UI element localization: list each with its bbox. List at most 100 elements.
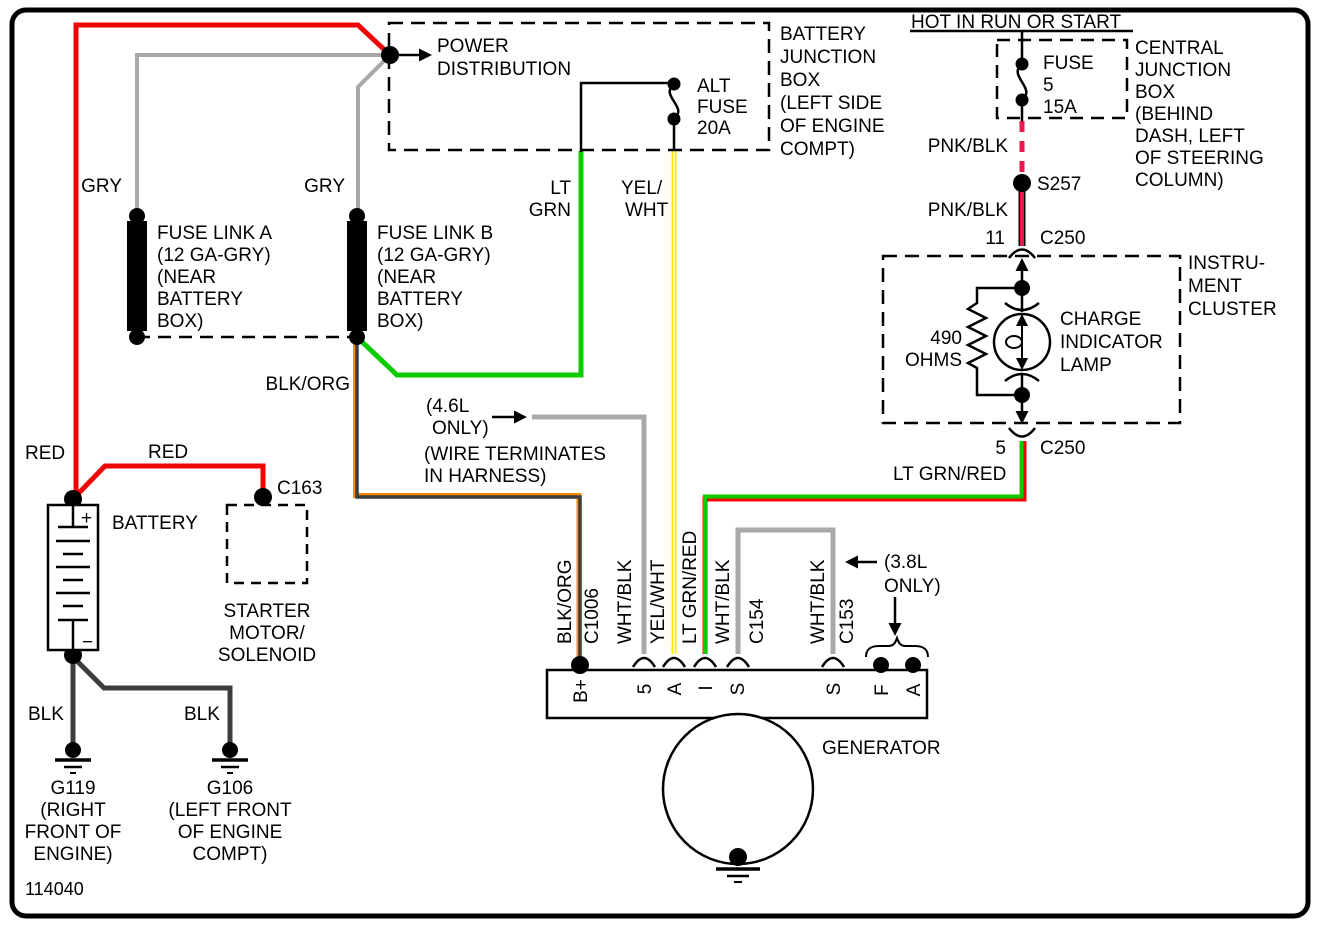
note-38l: (3.8L xyxy=(884,552,927,573)
c250-pin5-connector-icon xyxy=(1008,427,1036,438)
battery-junction-box xyxy=(387,21,771,152)
c250-pin11-connector-icon xyxy=(1008,248,1036,259)
alt-fuse-bottom-dot xyxy=(667,112,681,126)
vlabel-wht-blk-3: WHT/BLK xyxy=(808,559,829,644)
starter-motor-box xyxy=(225,503,309,585)
cjb-note: BOX xyxy=(1135,82,1175,103)
c250-bottom-label: C250 xyxy=(1040,438,1085,459)
resistor-value-label: 490 xyxy=(930,328,962,349)
fuse-link-b-label: FUSE LINK B xyxy=(377,223,493,244)
s257-splice-dot xyxy=(1013,174,1031,192)
fuse-link-a-label: FUSE LINK A xyxy=(157,223,272,244)
battery-label: BATTERY xyxy=(112,513,198,534)
note-38l-down-arrowhead xyxy=(888,623,902,636)
power-distribution-junction-dot xyxy=(381,46,399,64)
gen-bplus-dot xyxy=(571,656,589,674)
fuse-link-a-top-dot xyxy=(129,208,145,224)
alt-fuse-label: 20A xyxy=(697,118,731,139)
pin-bplus: B+ xyxy=(571,679,592,703)
pin-a2: A xyxy=(904,683,925,696)
charge-indicator-circuit xyxy=(965,258,1052,424)
s257-label: S257 xyxy=(1037,174,1081,195)
diagram-id-label: 114040 xyxy=(25,879,84,899)
central-junction-box xyxy=(995,38,1129,120)
fuse-link-a-label: (12 GA-GRY) xyxy=(157,245,271,266)
battery-plates xyxy=(56,505,90,650)
generator-body-circle xyxy=(661,712,815,866)
red-wire-battery-feed xyxy=(73,22,392,499)
pnk-blk-label-upper: PNK/BLK xyxy=(928,136,1009,157)
battery-positive-dot xyxy=(64,490,82,508)
fuse-link-b-symbol xyxy=(347,208,367,345)
cjb-note: OF STEERING xyxy=(1135,148,1264,169)
yel-wht-label: YEL/ xyxy=(621,178,663,199)
vlabel-wht-blk-2: WHT/BLK xyxy=(713,559,734,644)
starter-label: STARTER xyxy=(224,601,311,622)
red-label-mid: RED xyxy=(148,442,188,463)
gen-pinS2-connector-icon xyxy=(820,656,846,668)
wht-blk-46l-wire xyxy=(532,414,647,654)
lt-grn-label: LT xyxy=(550,178,571,199)
c163-dot xyxy=(254,488,272,506)
fuse-symbols xyxy=(667,57,1029,126)
alt-fuse-label: FUSE xyxy=(697,97,748,118)
gen-pin5-connector-icon xyxy=(631,656,657,668)
cluster-note: INSTRU- xyxy=(1188,253,1265,274)
alt-fuse-top-dot xyxy=(667,77,681,91)
pnk-blk-label-lower: PNK/BLK xyxy=(928,200,1009,221)
lamp-label: INDICATOR xyxy=(1060,332,1163,353)
bjb-note: COMPT) xyxy=(780,139,855,160)
bjb-note: BOX xyxy=(780,70,820,91)
lamp-bottom-socket-icon xyxy=(1004,372,1040,382)
yel-wht-label: WHT xyxy=(625,200,669,221)
generator-symbol xyxy=(545,634,929,883)
gry-wire-b xyxy=(356,53,392,217)
cluster-entry-arrowhead-icon xyxy=(1015,258,1029,271)
fuse-link-b-top-dot xyxy=(349,208,365,224)
red-label-left: RED xyxy=(25,443,65,464)
vlabel-c154: C154 xyxy=(747,598,768,644)
fuse-link-b-label: BOX) xyxy=(377,311,423,332)
lamp-top-socket-icon xyxy=(1004,302,1040,312)
vlabel-c153: C153 xyxy=(837,599,858,644)
resistor-value-label: OHMS xyxy=(905,350,962,371)
wht-blk-loop-wire xyxy=(735,527,836,654)
pin-5: 5 xyxy=(635,684,656,695)
cjb-fuse-top-dot xyxy=(1015,57,1029,71)
gry-wire-a xyxy=(135,53,390,217)
blk-label-left: BLK xyxy=(28,704,64,725)
g106-label: (LEFT FRONT xyxy=(168,800,292,821)
note-38l: ONLY) xyxy=(884,576,941,597)
vlabel-wht-blk-1: WHT/BLK xyxy=(615,559,636,644)
gen-pinS1-connector-icon xyxy=(725,656,751,668)
cjb-note: JUNCTION xyxy=(1135,60,1231,81)
g106-label: G106 xyxy=(207,778,253,799)
lt-grn-red-wire xyxy=(703,441,1024,654)
note-wire-terminates: (WIRE TERMINATES xyxy=(424,444,606,465)
note-arrows xyxy=(492,410,902,636)
vertical-wire-labels: BLK/ORG C1006 WHT/BLK YEL/WHT LT GRN/RED… xyxy=(555,531,858,644)
blk-wire-g106 xyxy=(71,655,233,748)
lamp-filament-loop xyxy=(1005,335,1023,349)
gen-a2-dot xyxy=(905,657,921,673)
lt-grn-label: GRN xyxy=(529,200,571,221)
generator-ground-icon xyxy=(716,848,760,883)
fuse-link-a-bar xyxy=(127,221,147,331)
ground-g119-icon xyxy=(55,742,91,774)
starter-label: SOLENOID xyxy=(218,645,316,666)
vlabel-lt-grn-red: LT GRN/RED xyxy=(680,531,701,644)
blk-label-right: BLK xyxy=(184,704,220,725)
c250-pin5-label: 5 xyxy=(995,438,1006,459)
bjb-note: JUNCTION xyxy=(780,47,876,68)
gry-label-b: GRY xyxy=(304,176,345,197)
fuse-link-b-label: BATTERY xyxy=(377,289,463,310)
g106-label: COMPT) xyxy=(193,844,268,865)
lt-grn-wire xyxy=(355,151,584,378)
fuse-link-a-symbol xyxy=(127,208,147,345)
cjb-fuse-label: FUSE xyxy=(1043,53,1094,74)
labels: POWER DISTRIBUTION BATTERY JUNCTION BOX … xyxy=(25,12,1277,899)
blk-org-wire xyxy=(355,337,582,663)
arrow-head xyxy=(419,48,432,62)
